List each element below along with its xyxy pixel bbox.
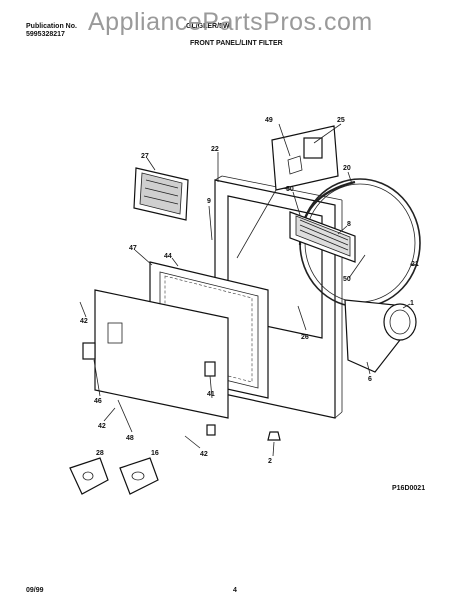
hinge-46 — [82, 342, 96, 360]
lint-screen — [133, 167, 189, 221]
callout-2: 2 — [268, 458, 272, 465]
callout-20: 20 — [343, 165, 351, 172]
callout-47: 47 — [129, 245, 137, 252]
callout-46: 46 — [94, 398, 102, 405]
callout-labels: 49 25 27 22 20 50 8 9 47 44 50 21 1 42 2… — [80, 117, 425, 492]
model-code: GL/GLER/5W — [186, 23, 230, 30]
callout-42b: 42 — [98, 423, 106, 430]
door-switch-detail — [236, 125, 339, 259]
callout-42a: 42 — [80, 318, 88, 325]
callout-50b: 50 — [343, 276, 351, 283]
callout-1: 1 — [410, 300, 414, 307]
callout-42c: 42 — [200, 451, 208, 458]
callout-28: 28 — [96, 450, 104, 457]
callout-16: 16 — [151, 450, 159, 457]
callout-21: 21 — [411, 261, 419, 268]
leveling-foot — [267, 431, 281, 441]
watermark: AppliancePartsPros.com — [88, 8, 373, 36]
diagram-code: P16D0021 — [392, 485, 425, 492]
callout-22: 22 — [211, 146, 219, 153]
diagram-title: FRONT PANEL/LINT FILTER — [190, 40, 283, 47]
footer-page: 4 — [233, 587, 237, 594]
publication-label: Publication No. — [26, 23, 77, 30]
leader-lines — [79, 123, 419, 457]
callout-9: 9 — [207, 198, 211, 205]
exhaust-duct — [344, 299, 417, 373]
hinge-41 — [204, 361, 216, 377]
callout-41: 41 — [207, 391, 215, 398]
hinge-41-lower — [206, 424, 216, 436]
callout-27: 27 — [141, 153, 149, 160]
callout-8: 8 — [347, 221, 351, 228]
callout-44: 44 — [164, 253, 172, 260]
clip-28 — [69, 457, 109, 495]
callout-50a: 50 — [286, 186, 294, 193]
footer-date: 09/99 — [26, 587, 44, 594]
publication-number: 5995328217 — [26, 31, 65, 38]
callout-25: 25 — [337, 117, 345, 124]
callout-6: 6 — [368, 376, 372, 383]
clip-16 — [119, 457, 159, 495]
lint-filter-housing — [289, 211, 356, 263]
callout-26: 26 — [301, 334, 309, 341]
callout-49: 49 — [265, 117, 273, 124]
callout-48: 48 — [126, 435, 134, 442]
